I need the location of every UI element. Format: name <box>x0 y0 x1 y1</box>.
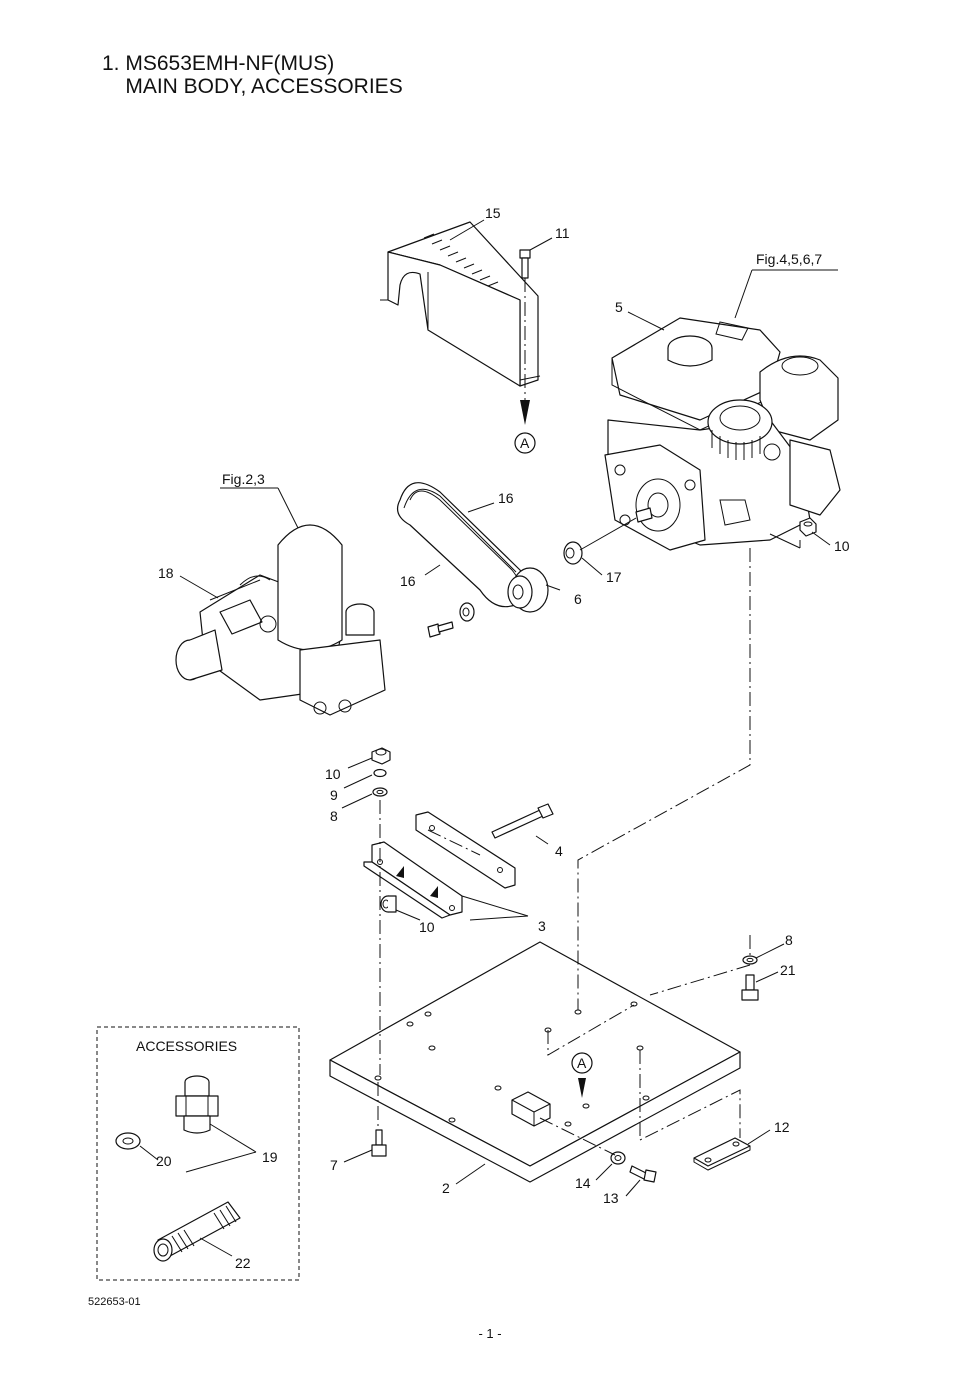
accessories-box <box>96 1026 300 1281</box>
base-plate-part-2 <box>329 941 741 1183</box>
callout-19: 19 <box>262 1149 278 1165</box>
leader-lines <box>179 219 838 1197</box>
callout-11: 11 <box>555 225 570 241</box>
bolt-part-11 <box>519 249 531 279</box>
callout-4: 4 <box>555 843 563 859</box>
callout-10-upper: 10 <box>325 766 341 782</box>
callout-5: 5 <box>615 299 623 315</box>
callout-14: 14 <box>575 1175 591 1191</box>
callout-7: 7 <box>330 1157 338 1173</box>
belt-cover-part-15 <box>380 221 541 387</box>
callout-10-engine: 10 <box>834 538 850 554</box>
pipe-part-22 <box>153 1201 241 1262</box>
callout-16-lower: 16 <box>400 573 416 589</box>
reference-letter-a-2: A <box>577 1055 587 1071</box>
accessories-heading: ACCESSORIES <box>136 1038 237 1054</box>
reference-mark-a-2 <box>571 1052 593 1074</box>
callout-21: 21 <box>780 962 796 978</box>
title-line-2: MAIN BODY, ACCESSORIES <box>102 75 403 98</box>
callout-10-lower: 10 <box>419 919 435 935</box>
washer-part-8-upper <box>372 787 388 797</box>
callout-2: 2 <box>442 1180 450 1196</box>
callout-17: 17 <box>606 569 622 585</box>
bracket-part-3 <box>363 811 516 919</box>
pump-part-18 <box>175 524 386 716</box>
callout-9: 9 <box>330 787 338 803</box>
page-number: - 1 - <box>478 1326 502 1341</box>
callout-18: 18 <box>158 565 174 581</box>
engine-part-5 <box>604 317 841 551</box>
callout-16-upper: 16 <box>498 490 514 506</box>
bolt-part-21 <box>741 974 759 1001</box>
nut-part-10-engine <box>799 517 817 537</box>
nipple-part-19 <box>175 1075 219 1134</box>
callout-8-right: 8 <box>785 932 793 948</box>
nut-part-10-lower <box>380 895 397 913</box>
nut-part-10-upper <box>371 747 391 765</box>
spacer-part-17 <box>563 541 583 565</box>
spring-washer-part-9 <box>373 768 387 778</box>
callout-15: 15 <box>485 205 501 221</box>
arrow-to-a-1 <box>520 400 530 425</box>
callout-13: 13 <box>603 1190 619 1206</box>
callout-3: 3 <box>538 918 546 934</box>
bolt-pulley <box>427 621 454 638</box>
callout-fig-4-5-6-7: Fig.4,5,6,7 <box>756 251 822 267</box>
callout-labels: 15 11 Fig.4,5,6,7 5 A Fig.2,3 16 16 18 6… <box>136 205 850 1271</box>
callout-20: 20 <box>156 1153 172 1169</box>
callout-8-upper: 8 <box>330 808 338 824</box>
bolt-part-7 <box>371 1129 387 1157</box>
arrow-to-a-2 <box>578 1078 586 1098</box>
callout-12: 12 <box>774 1119 790 1135</box>
document-number: 522653-01 <box>88 1296 141 1308</box>
assembly-lines <box>377 548 751 1156</box>
bolt-part-4 <box>491 803 554 839</box>
reference-letter-a-1: A <box>520 435 530 451</box>
washer-part-20 <box>115 1132 141 1150</box>
reference-mark-a-1 <box>514 432 536 454</box>
title-line-1: 1. MS653EMH-NF(MUS) <box>102 52 335 75</box>
bolt-part-13 <box>629 1165 657 1183</box>
callout-22: 22 <box>235 1255 251 1271</box>
callout-fig-2-3: Fig.2,3 <box>222 471 265 487</box>
washer-pulley <box>459 602 475 622</box>
callout-6: 6 <box>574 591 582 607</box>
pulley-part-6 <box>507 567 549 613</box>
mount-bracket-part-12 <box>693 1137 751 1171</box>
page-title: 1. MS653EMH-NF(MUS) MAIN BODY, ACCESSORI… <box>102 52 403 98</box>
washer-part-8-right <box>742 955 758 965</box>
